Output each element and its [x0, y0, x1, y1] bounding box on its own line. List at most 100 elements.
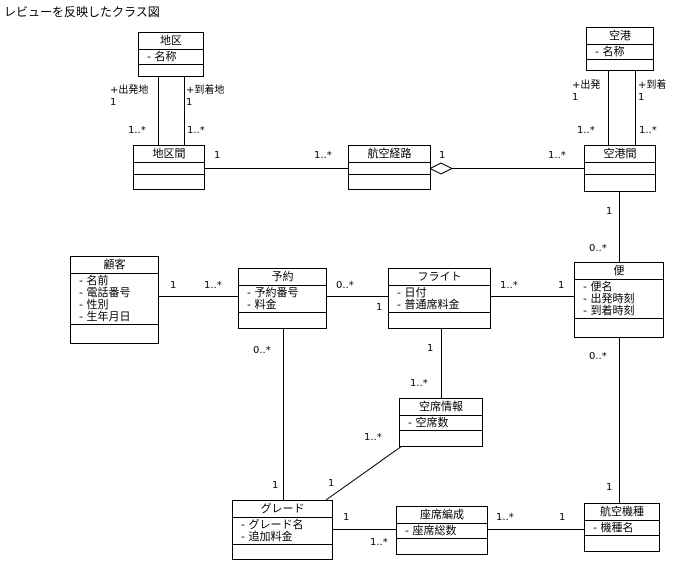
- attribute: - 生年月日: [79, 310, 131, 323]
- attribute: - 名称: [147, 50, 177, 63]
- multiplicity-label: 1..*: [187, 125, 205, 136]
- multiplicity-label: 1..*: [410, 378, 428, 389]
- multiplicity-label: 1: [427, 343, 434, 354]
- class-operations: [389, 313, 490, 322]
- multiplicity-label: 1: [328, 478, 335, 489]
- multiplicity-label: 1: [376, 302, 383, 313]
- diagram-title: レビューを反映したクラス図: [4, 5, 160, 19]
- aggregation-diamond: [428, 162, 454, 175]
- class-operations: [585, 536, 659, 545]
- class-name: 予約: [239, 269, 326, 286]
- attribute: - 到着時刻: [583, 304, 635, 317]
- multiplicity-label: 1: [110, 97, 117, 108]
- class-operations: [585, 175, 655, 184]
- attribute: - 予約番号: [247, 286, 299, 299]
- class-operations: [139, 65, 203, 74]
- class-operations: [349, 175, 430, 184]
- multiplicity-label: 1: [343, 512, 350, 523]
- class-region[interactable]: 地区 - 名称: [138, 32, 204, 77]
- class-attributes: - 空席数: [400, 416, 482, 431]
- class-attributes: - グレード名 - 追加料金: [233, 518, 332, 545]
- class-attributes: - 便名 - 出発時刻 - 到着時刻: [575, 280, 663, 319]
- attribute: - 性別: [79, 298, 109, 311]
- class-aircraft-type[interactable]: 航空機種 - 機種名: [584, 503, 660, 552]
- class-attributes: - 機種名: [585, 521, 659, 536]
- multiplicity-label: 1: [558, 280, 565, 291]
- class-seat-config[interactable]: 座席編成 - 座席総数: [396, 506, 488, 555]
- multiplicity-label: 1..*: [496, 512, 514, 523]
- attribute: - 座席総数: [405, 524, 457, 537]
- class-name: 航空機種: [585, 504, 659, 521]
- class-attributes: - 座席総数: [397, 524, 487, 539]
- class-airport[interactable]: 空港 - 名称: [586, 27, 654, 71]
- class-name: グレード: [233, 501, 332, 518]
- multiplicity-label: 1..*: [128, 125, 146, 136]
- class-name: 顧客: [71, 257, 158, 274]
- class-attributes: - 予約番号 - 料金: [239, 286, 326, 313]
- multiplicity-label: 1: [170, 280, 177, 291]
- attribute: - 日付: [397, 286, 427, 299]
- role-label: +到着: [638, 80, 667, 91]
- multiplicity-label: 1: [638, 92, 645, 103]
- class-name: 座席編成: [397, 507, 487, 524]
- class-name: 空席情報: [400, 399, 482, 416]
- role-label: +出発地: [110, 85, 149, 96]
- attribute: - 普通席料金: [397, 298, 460, 311]
- multiplicity-label: 1..*: [639, 125, 657, 136]
- class-attributes: - 名前 - 電話番号 - 性別 - 生年月日: [71, 274, 158, 325]
- class-operations: [400, 431, 482, 440]
- multiplicity-label: 1..*: [548, 150, 566, 161]
- multiplicity-label: 1: [606, 482, 613, 493]
- attribute: - 出発時刻: [583, 292, 635, 305]
- class-attributes: [585, 163, 655, 175]
- class-airport-pair[interactable]: 空港間: [584, 145, 656, 192]
- class-name: 地区: [139, 33, 203, 50]
- class-grade[interactable]: グレード - グレード名 - 追加料金: [232, 500, 333, 560]
- multiplicity-label: 0..*: [336, 280, 354, 291]
- attribute: - 名称: [595, 45, 625, 58]
- class-air-route[interactable]: 航空経路: [348, 145, 431, 190]
- class-name: 航空経路: [349, 146, 430, 163]
- multiplicity-label: 1: [272, 480, 279, 491]
- class-name: 空港: [587, 28, 653, 45]
- multiplicity-label: 1..*: [500, 280, 518, 291]
- class-name: 地区間: [134, 146, 204, 163]
- multiplicity-label: 1: [559, 512, 566, 523]
- class-service[interactable]: 便 - 便名 - 出発時刻 - 到着時刻: [574, 262, 664, 338]
- attribute: - 名前: [79, 274, 109, 287]
- role-label: +出発: [572, 80, 601, 91]
- multiplicity-label: 1..*: [204, 280, 222, 291]
- multiplicity-label: 1..*: [364, 432, 382, 443]
- multiplicity-label: 1..*: [370, 537, 388, 548]
- class-customer[interactable]: 顧客 - 名前 - 電話番号 - 性別 - 生年月日: [70, 256, 159, 344]
- class-vacancy[interactable]: 空席情報 - 空席数: [399, 398, 483, 447]
- attribute: - 空席数: [408, 416, 449, 429]
- multiplicity-label: 1: [572, 92, 579, 103]
- class-region-pair[interactable]: 地区間: [133, 145, 205, 190]
- multiplicity-label: 0..*: [589, 351, 607, 362]
- class-operations: [587, 60, 653, 69]
- attribute: - 便名: [583, 280, 613, 293]
- multiplicity-label: 1..*: [577, 125, 595, 136]
- class-attributes: - 名称: [587, 45, 653, 60]
- role-label: +到着地: [186, 85, 225, 96]
- class-attributes: [134, 163, 204, 175]
- multiplicity-label: 1: [214, 150, 221, 161]
- multiplicity-label: 1: [606, 206, 613, 217]
- attribute: - 料金: [247, 298, 277, 311]
- class-reservation[interactable]: 予約 - 予約番号 - 料金: [238, 268, 327, 329]
- class-flight[interactable]: フライト - 日付 - 普通席料金: [388, 268, 491, 329]
- class-operations: [575, 319, 663, 328]
- class-operations: [71, 325, 158, 334]
- multiplicity-label: 1: [439, 150, 446, 161]
- class-operations: [239, 313, 326, 322]
- multiplicity-label: 0..*: [253, 345, 271, 356]
- class-attributes: - 名称: [139, 50, 203, 65]
- attribute: - 追加料金: [241, 530, 293, 543]
- class-name: 空港間: [585, 146, 655, 163]
- multiplicity-label: 0..*: [589, 243, 607, 254]
- multiplicity-label: 1..*: [314, 150, 332, 161]
- attribute: - グレード名: [241, 518, 304, 531]
- attribute: - 機種名: [593, 521, 634, 534]
